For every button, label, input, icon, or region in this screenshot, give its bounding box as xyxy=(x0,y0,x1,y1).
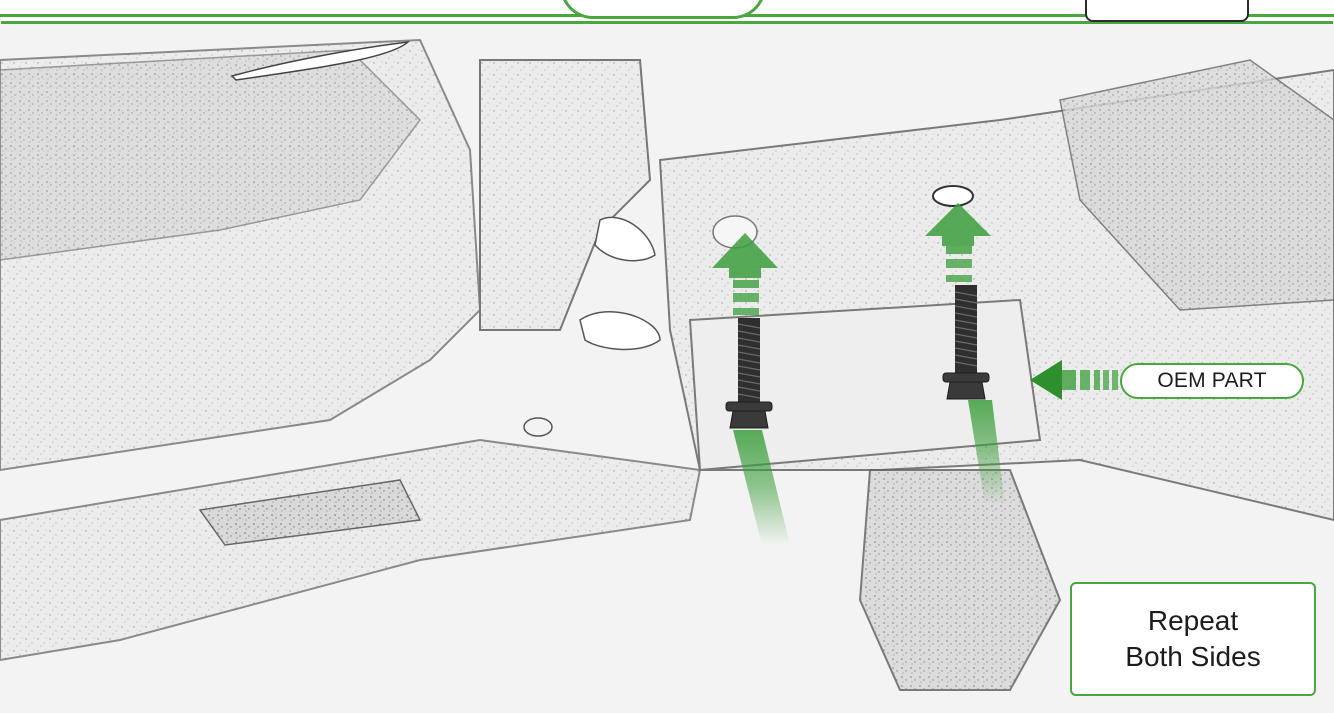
callout-dash xyxy=(1062,370,1076,390)
repeat-note-line2: Both Sides xyxy=(1125,639,1260,675)
left-guide-dash xyxy=(733,280,759,288)
callout-dash xyxy=(1103,370,1109,390)
callout-dash xyxy=(1112,370,1118,390)
step-number-box xyxy=(1085,0,1249,22)
right-guide-dash xyxy=(946,246,972,254)
header-emblem xyxy=(560,0,766,19)
right-guide-dash xyxy=(946,259,972,268)
small-hole xyxy=(524,418,552,436)
oem-part-label: OEM PART xyxy=(1157,369,1266,393)
callout-dash xyxy=(1080,370,1090,390)
repeat-note-line1: Repeat xyxy=(1148,603,1238,639)
callout-dash xyxy=(1094,370,1100,390)
right-guide-dash xyxy=(946,275,972,282)
rear-hole xyxy=(933,186,973,206)
repeat-note: Repeat Both Sides xyxy=(1070,582,1316,696)
left-guide-dash xyxy=(733,293,759,302)
left-guide-dash xyxy=(733,308,759,315)
oem-part-callout: OEM PART xyxy=(1120,363,1304,399)
